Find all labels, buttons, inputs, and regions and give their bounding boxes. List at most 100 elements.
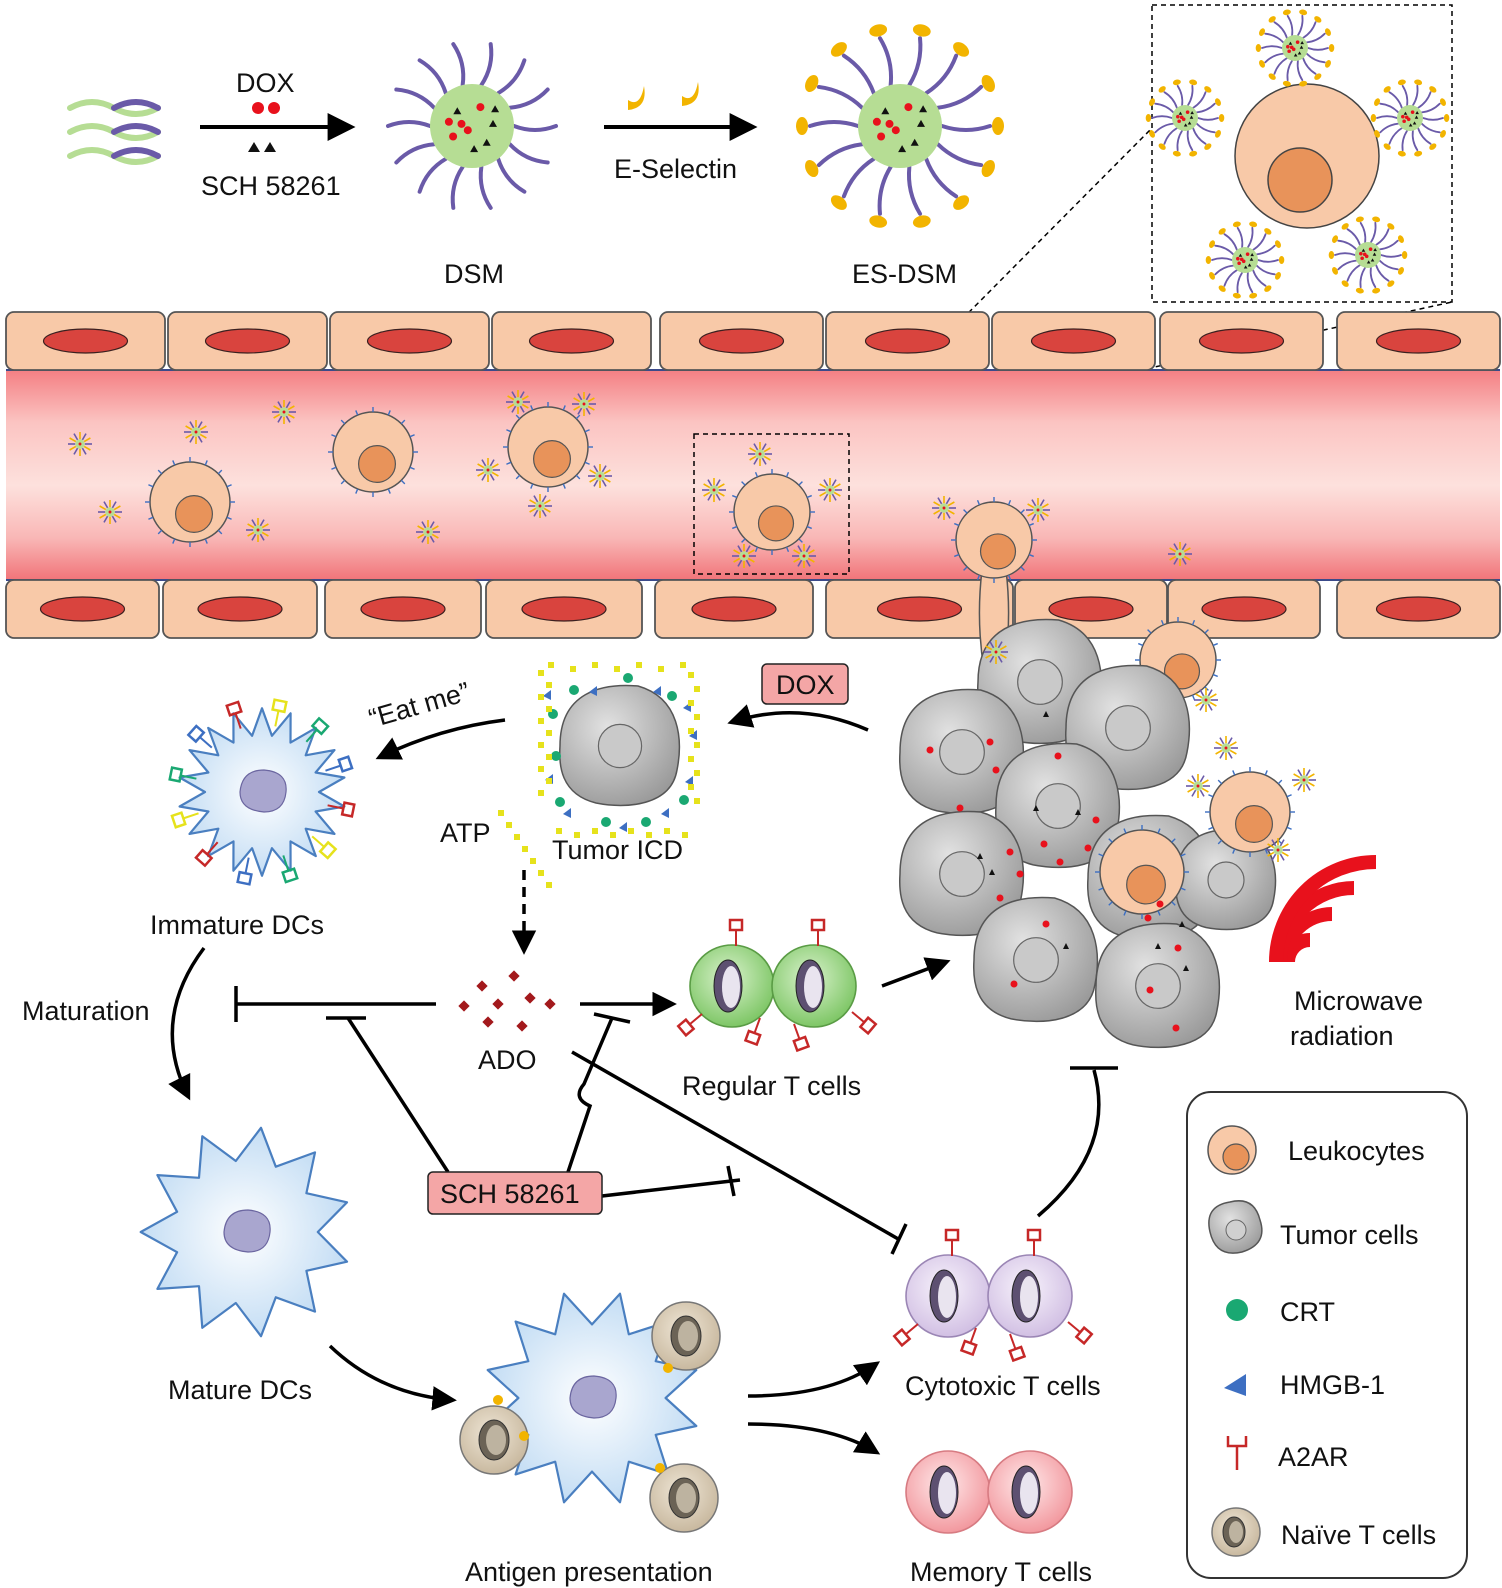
arrow-dox-icd	[727, 704, 869, 732]
dox-dot	[426, 530, 430, 534]
selectin-receptor	[584, 461, 590, 465]
sch-triangle	[1288, 41, 1293, 45]
micelle-arm	[1041, 511, 1049, 517]
selectin-receptor	[584, 429, 590, 433]
selectin-icon	[869, 215, 888, 228]
selectin-receptor	[798, 538, 803, 543]
dox-dot	[256, 528, 260, 532]
selectin-icon	[1268, 16, 1276, 23]
selectin-receptor	[530, 405, 534, 411]
sch-triangle	[489, 119, 497, 127]
selectin-receptor	[976, 500, 981, 506]
leukocyte-nucleus	[1126, 864, 1166, 905]
polymer-arm	[1195, 122, 1216, 134]
antigen-dot	[663, 1363, 673, 1373]
micelle-arm	[763, 455, 771, 461]
dox-dot	[828, 488, 832, 492]
dox-dot	[1224, 746, 1228, 750]
atp-molecule	[688, 728, 694, 734]
polymer-arm	[1376, 115, 1398, 119]
endothelial-nucleus	[1201, 596, 1287, 622]
polymer-arm	[496, 156, 527, 194]
selectin-receptor	[409, 434, 415, 438]
sch-triangle	[470, 145, 479, 153]
selectin-receptor	[409, 466, 415, 470]
selectin-receptor	[1208, 826, 1214, 830]
selectin-receptor	[340, 479, 346, 485]
micelle-arm	[833, 483, 841, 489]
selectin-icon	[1328, 250, 1335, 260]
dox-dot	[904, 103, 913, 112]
polymer-arm	[1388, 91, 1403, 109]
micelle-arm	[529, 507, 537, 513]
selectin-receptor	[355, 410, 359, 416]
crt-dot-icon	[641, 817, 651, 827]
zoom-box	[693, 433, 850, 575]
crt-dot-icon	[667, 691, 677, 701]
hmgb1-triangle-icon	[1224, 1374, 1246, 1396]
micelle-arm	[793, 557, 801, 563]
atp-molecule	[570, 666, 576, 672]
selectin-icon	[1370, 113, 1377, 123]
selectin-icon	[953, 42, 970, 57]
selectin-receptor	[1123, 910, 1127, 916]
a2ar-receptor-icon	[236, 857, 253, 886]
micelle-arm	[83, 437, 91, 443]
selectin-icon	[1209, 240, 1216, 248]
tumor-cell-icon	[1208, 1200, 1263, 1254]
crt-dot-icon	[569, 685, 579, 695]
selectin-receptor	[217, 529, 223, 535]
tumor-nucleus	[939, 851, 985, 897]
selectin-icon	[981, 74, 995, 92]
selectin-icon	[1397, 267, 1404, 275]
polymer-arm	[1197, 117, 1219, 121]
polymer-arm	[1252, 233, 1267, 251]
endothelial-nucleus	[39, 596, 126, 622]
atp-molecule	[658, 666, 664, 672]
polymer-arm	[1401, 129, 1409, 152]
micelle-core	[1232, 247, 1258, 273]
selectin-icon	[1282, 9, 1291, 16]
micelle-arm	[593, 479, 599, 487]
selectin-receptor	[1180, 887, 1186, 891]
atp-molecule	[636, 662, 642, 668]
dox-dot	[252, 102, 264, 114]
a2ar-receptor-icon	[944, 1228, 960, 1256]
selectin-icon	[1189, 150, 1198, 157]
selectin-receptor	[1204, 629, 1209, 634]
sch-triangle	[1155, 943, 1161, 949]
sch-triangle	[910, 138, 919, 146]
micelle-arm	[507, 395, 515, 401]
a2ar-receptor-icon	[1026, 1228, 1042, 1256]
inhibition-ctl-tumor	[1036, 1066, 1118, 1218]
polymer-arm	[1369, 221, 1377, 244]
micelle-arm	[945, 511, 951, 519]
polymer-arm	[1176, 129, 1184, 152]
selectin-receptor	[806, 525, 812, 530]
selectin-icon	[1341, 223, 1349, 230]
micelle-arm	[421, 521, 427, 529]
selectin-icon	[830, 195, 847, 210]
sch-triangle	[1370, 258, 1375, 262]
selectin-icon	[1299, 9, 1308, 16]
micelle-arm	[251, 533, 257, 541]
dc-nucleus	[239, 769, 287, 813]
sch-triangle	[1412, 121, 1417, 125]
micelle-arm	[1215, 749, 1223, 755]
naive-t-inner	[676, 1483, 696, 1513]
micelle-arm	[247, 531, 255, 537]
micelle-arm	[603, 477, 611, 483]
dsm-micelle	[386, 42, 558, 210]
polymer-arm	[816, 84, 865, 110]
antigen-presentation-label: Antigen presentation	[465, 1557, 713, 1587]
selectin-icon	[1268, 73, 1276, 80]
sch-inhibitions	[326, 1012, 908, 1255]
selectin-receptor	[1157, 828, 1161, 834]
dox-dot	[1178, 552, 1182, 556]
selectin-icon	[1443, 113, 1450, 123]
atp-molecule	[688, 700, 694, 706]
atp-molecule	[694, 770, 700, 776]
sch-triangle	[919, 105, 928, 113]
selectin-icon	[1383, 86, 1391, 93]
crt-dot-icon	[1226, 1299, 1248, 1321]
